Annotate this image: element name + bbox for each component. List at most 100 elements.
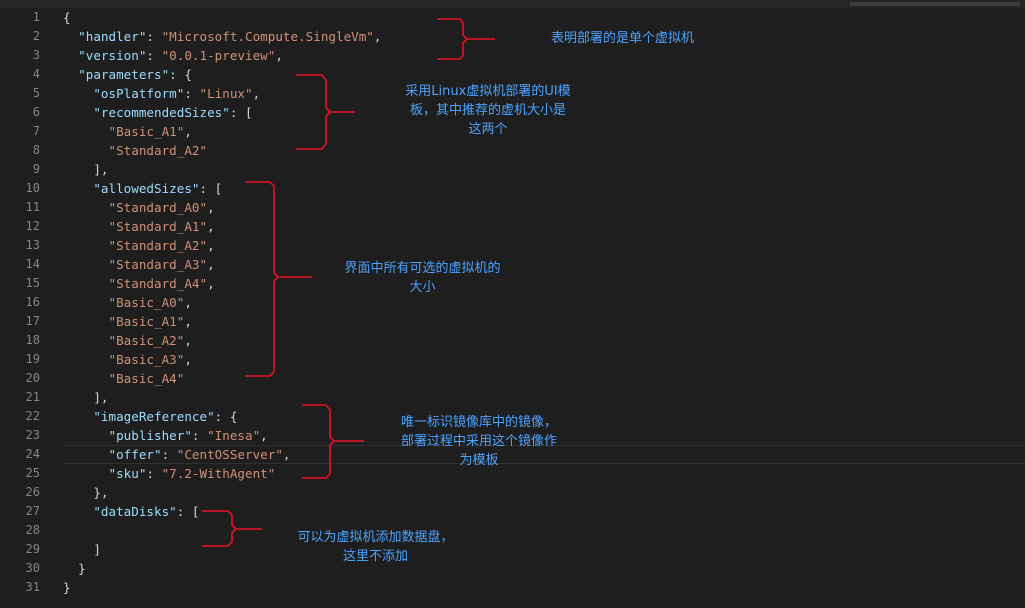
code-line[interactable]: 4 "parameters": { <box>0 65 1025 84</box>
json-punctuation: : [ <box>229 105 253 120</box>
code-line[interactable]: 22 "imageReference": { <box>0 407 1025 426</box>
line-number: 3 <box>32 48 40 62</box>
json-string: "Inesa" <box>207 428 261 443</box>
line-number: 11 <box>25 200 40 214</box>
code-line[interactable]: 28 <box>0 521 1025 540</box>
json-punctuation: }, <box>63 485 109 500</box>
code-line[interactable]: 8 "Standard_A2" <box>0 141 1025 160</box>
line-code: "Basic_A0", <box>63 293 192 312</box>
line-code: "osPlatform": "Linux", <box>63 84 260 103</box>
code-line[interactable]: 27 "dataDisks": [ <box>0 502 1025 521</box>
json-string: "Basic_A2" <box>108 333 185 348</box>
code-line[interactable]: 18 "Basic_A2", <box>0 331 1025 350</box>
json-punctuation <box>63 504 93 519</box>
json-key: "dataDisks" <box>93 504 177 519</box>
json-punctuation: , <box>260 428 268 443</box>
json-punctuation <box>63 428 109 443</box>
line-code: "dataDisks": [ <box>63 502 199 521</box>
code-line[interactable]: 23 "publisher": "Inesa", <box>0 426 1025 445</box>
code-line[interactable]: 24 "offer": "CentOSServer", <box>0 445 1025 464</box>
code-line[interactable]: 13 "Standard_A2", <box>0 236 1025 255</box>
line-number: 8 <box>32 143 40 157</box>
json-string: "Standard_A4" <box>108 276 208 291</box>
code-line[interactable]: 1{ <box>0 8 1025 27</box>
line-code: } <box>63 559 86 578</box>
line-code: "Basic_A1", <box>63 312 192 331</box>
annotation-line: 这两个 <box>468 122 508 137</box>
code-line[interactable]: 9 ], <box>0 160 1025 179</box>
json-punctuation: , <box>373 29 382 44</box>
json-punctuation: , <box>184 352 192 367</box>
annotation-image-reference: 唯一标识镜像库中的镜像， 部署过程中采用这个镜像作 为模板 <box>363 413 595 470</box>
json-punctuation: , <box>207 219 215 234</box>
json-string: "Microsoft.Compute.SingleVm" <box>161 29 374 44</box>
json-string: "0.0.1-preview" <box>161 48 276 63</box>
line-code: "sku": "7.2-WithAgent" <box>63 464 276 483</box>
code-line[interactable]: 29 ] <box>0 540 1025 559</box>
line-code: "Standard_A2" <box>63 141 208 160</box>
code-line[interactable]: 19 "Basic_A3", <box>0 350 1025 369</box>
code-line[interactable]: 2 "handler": "Microsoft.Compute.SingleVm… <box>0 27 1025 46</box>
line-code: "Basic_A4" <box>63 369 185 388</box>
code-line[interactable]: 7 "Basic_A1", <box>0 122 1025 141</box>
code-line[interactable]: 10 "allowedSizes": [ <box>0 179 1025 198</box>
annotation-line: 这里不添加 <box>342 549 408 564</box>
json-punctuation <box>63 48 78 63</box>
json-punctuation <box>63 143 109 158</box>
code-line[interactable]: 12 "Standard_A1", <box>0 217 1025 236</box>
line-number: 30 <box>25 561 40 575</box>
horizontal-scrollbar[interactable] <box>850 2 1020 6</box>
json-punctuation <box>63 371 109 386</box>
code-line[interactable]: 16 "Basic_A0", <box>0 293 1025 312</box>
code-line[interactable]: 11 "Standard_A0", <box>0 198 1025 217</box>
code-line[interactable]: 30 } <box>0 559 1025 578</box>
line-code: "Basic_A1", <box>63 122 192 141</box>
json-key: "publisher" <box>108 428 192 443</box>
code-line[interactable]: 25 "sku": "7.2-WithAgent" <box>0 464 1025 483</box>
code-line[interactable]: 26 }, <box>0 483 1025 502</box>
code-line[interactable]: 5 "osPlatform": "Linux", <box>0 84 1025 103</box>
json-punctuation: : <box>146 466 162 481</box>
json-punctuation: : [ <box>199 181 223 196</box>
line-code: "Standard_A2", <box>63 236 215 255</box>
line-number: 15 <box>25 276 40 290</box>
line-number: 16 <box>25 295 40 309</box>
line-code: ], <box>63 388 109 407</box>
line-number: 22 <box>25 409 40 423</box>
code-line[interactable]: 14 "Standard_A3", <box>0 255 1025 274</box>
code-line[interactable]: 31} <box>0 578 1025 597</box>
code-line[interactable]: 3 "version": "0.0.1-preview", <box>0 46 1025 65</box>
editor-top-bar <box>0 0 1025 8</box>
json-punctuation <box>63 466 109 481</box>
json-punctuation: { <box>63 10 71 25</box>
json-punctuation: : <box>161 447 177 462</box>
line-number: 7 <box>32 124 40 138</box>
json-punctuation: , <box>184 333 192 348</box>
annotation-line: 表明部署的是单个虚拟机 <box>550 31 694 46</box>
code-line[interactable]: 6 "recommendedSizes": [ <box>0 103 1025 122</box>
line-number: 25 <box>25 466 40 480</box>
code-line[interactable]: 17 "Basic_A1", <box>0 312 1025 331</box>
json-string: "Standard_A2" <box>108 143 208 158</box>
line-code: ], <box>63 160 108 179</box>
line-number: 29 <box>25 542 40 556</box>
line-number: 24 <box>25 447 40 461</box>
line-number: 6 <box>32 105 40 119</box>
json-key: "parameters" <box>78 67 170 82</box>
json-string: "Basic_A3" <box>108 352 185 367</box>
code-line[interactable]: 21 ], <box>0 388 1025 407</box>
json-punctuation: : <box>184 86 200 101</box>
code-line[interactable]: 20 "Basic_A4" <box>0 369 1025 388</box>
json-punctuation: : { <box>169 67 192 82</box>
json-punctuation: : <box>191 428 208 443</box>
annotation-line: 界面中所有可选的虚拟机的 <box>344 261 501 276</box>
code-line[interactable]: 15 "Standard_A4", <box>0 274 1025 293</box>
json-punctuation <box>63 238 109 253</box>
json-punctuation: ], <box>63 390 109 405</box>
json-punctuation: , <box>184 295 192 310</box>
annotation-data-disks: 可以为虚拟机添加数据盘， 这里不添加 <box>268 528 483 566</box>
line-number: 12 <box>25 219 40 233</box>
line-code: "parameters": { <box>63 65 192 84</box>
json-punctuation <box>63 257 109 272</box>
